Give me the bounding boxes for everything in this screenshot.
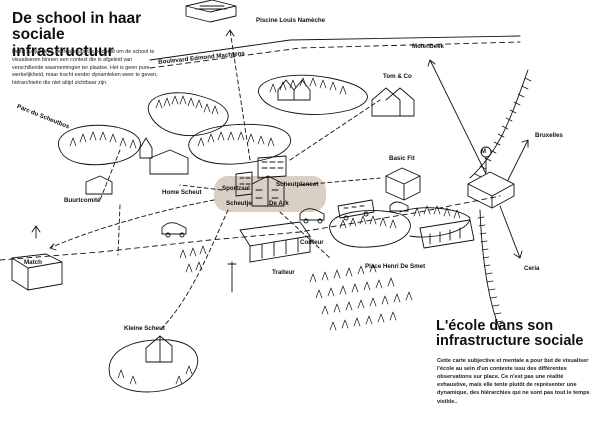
home-scheut-block xyxy=(139,137,189,175)
bus xyxy=(337,199,375,221)
park-islands xyxy=(57,74,471,248)
dashed-arrow-smet xyxy=(279,211,331,259)
tree-scribbles xyxy=(69,77,461,229)
dashed-arrow-match xyxy=(49,199,215,249)
label-bruxelles: Bruxelles xyxy=(535,132,563,139)
dashed-arrow-buurt xyxy=(99,149,121,201)
arrow-bruxelles xyxy=(507,139,529,181)
smet-square-trees xyxy=(179,245,413,331)
label-tom-co: Tom & Co xyxy=(383,73,412,80)
dashed-arrow-piscine xyxy=(229,29,251,161)
kleine-scheut-island xyxy=(108,335,199,393)
metro-symbol: M xyxy=(481,149,486,155)
label-scheutplaneet: Scheutplaneet xyxy=(276,181,319,188)
title-french: L'école dans son infrastructure sociale xyxy=(436,318,584,350)
main-street-dashed xyxy=(0,195,501,261)
boulevard-road-2 xyxy=(149,41,521,69)
label-traiteur: Traiteur xyxy=(272,269,295,276)
tomco-houses xyxy=(277,79,415,117)
station-building xyxy=(467,171,515,209)
dashed-arrow-down xyxy=(117,204,121,256)
traiteur-houses xyxy=(239,221,311,263)
dashed-arrow-kleine xyxy=(159,209,229,331)
lamp-post xyxy=(227,261,237,293)
label-match: Match xyxy=(24,259,42,266)
match-building xyxy=(11,225,63,291)
label-ceria: Ceria xyxy=(524,265,540,272)
description-dutch: Deze subjectieve, mentale kaart is bedoe… xyxy=(12,49,158,87)
label-place-smet: Place Henri De Smet xyxy=(365,263,426,270)
label-sportzaal: Sportzaal xyxy=(222,185,250,192)
description-french: Cette carte subjective et mentale a pour… xyxy=(437,358,590,405)
arrow-molenbeek xyxy=(429,59,487,175)
railway xyxy=(469,69,532,331)
arrow-ceria xyxy=(499,205,521,259)
school-buildings xyxy=(235,155,287,207)
market-stalls xyxy=(419,219,475,249)
basicfit-building xyxy=(385,167,421,201)
label-scheutje: Scheutje xyxy=(226,200,252,207)
buurtcomite-block xyxy=(85,175,113,195)
label-coiffeur: Coiffeur xyxy=(300,239,324,246)
label-kleine-scheut: Kleine Scheut xyxy=(124,325,165,332)
label-molenbeek: Molenbeek xyxy=(412,43,444,50)
label-piscine: Piscine Louis Namèche xyxy=(256,17,326,24)
boulevard-road xyxy=(149,35,521,61)
label-buurtcomite: Buurtcomité xyxy=(64,197,101,204)
dashed-arrow-tomco xyxy=(289,99,381,161)
piscine-building xyxy=(185,0,237,23)
label-basic-fit: Basic Fit xyxy=(389,155,415,162)
label-home: Home Scheut xyxy=(162,189,202,196)
dashed-arrow-basicfit xyxy=(299,177,381,186)
title-dutch: De school in haar sociale infrastructuur xyxy=(12,10,142,60)
label-de-ark: De Ark xyxy=(269,200,289,207)
dashed-arrow-home xyxy=(179,184,223,191)
cars xyxy=(161,201,409,238)
